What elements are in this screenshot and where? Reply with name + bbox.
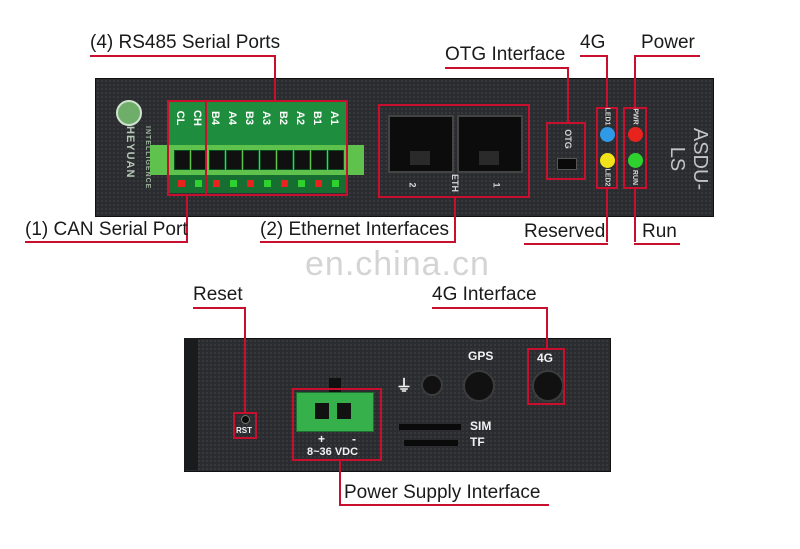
power-minus-label: - [352, 432, 356, 446]
callout-rs485: (4) RS485 Serial Ports [90, 32, 281, 53]
callout-reserved-leader [606, 188, 608, 242]
led2-label: LED2 [603, 168, 611, 187]
callout-rs485-line [90, 55, 276, 57]
power-plus-label: + [318, 432, 326, 446]
rs485-highlight-box [205, 100, 348, 196]
indicator-led-icon [178, 180, 185, 187]
indicator-led-icon [247, 180, 254, 187]
callout-can-leader [186, 196, 188, 241]
screw-hole-icon [260, 150, 276, 170]
indicator-led-icon [332, 180, 339, 187]
callout-ethernet-leader [454, 197, 456, 241]
callout-can: (1) CAN Serial Port [25, 219, 188, 240]
callout-reset: Reset [193, 284, 243, 305]
callout-power-supply-leader [339, 460, 341, 506]
rear-panel-edge [184, 338, 198, 470]
screw-hole-icon [277, 150, 293, 170]
callout-4g-led-line [580, 55, 608, 57]
screw-hole-icon [226, 150, 242, 170]
can-highlight-box [167, 100, 207, 196]
run-label: RUN [631, 169, 639, 186]
heyuan-logo-icon [116, 100, 142, 126]
eth-label: ETH [450, 174, 460, 192]
otg-port-icon [557, 158, 577, 170]
callout-otg-leader [567, 67, 569, 123]
led1-label: LED1 [603, 107, 611, 126]
callout-can-line [25, 241, 188, 243]
ethernet-port-2-icon [388, 115, 454, 173]
antenna-4g-icon [532, 370, 564, 402]
terminal-label-strip [168, 101, 346, 145]
callout-power-line [634, 55, 700, 57]
screw-hole-icon [243, 150, 259, 170]
callout-otg-line [445, 67, 569, 69]
callout-power-leader [634, 55, 636, 108]
callout-4g-led-leader [606, 55, 608, 108]
screw-hole-icon [294, 150, 310, 170]
led1-blue-icon [600, 127, 615, 142]
run-green-icon [628, 153, 643, 168]
screw-hole-icon [174, 150, 190, 170]
callout-reserved: Reserved [524, 221, 606, 242]
indicator-led-icon [264, 180, 271, 187]
callout-power: Power [641, 32, 695, 53]
callout-reset-leader [244, 307, 246, 413]
eth-port-2-label: 2 [407, 182, 418, 188]
ground-icon: ⏚ [396, 376, 413, 395]
tf-slot-icon [404, 440, 458, 446]
indicator-led-icon [315, 180, 322, 187]
pwr-label: PWR [631, 108, 639, 125]
power-supply-highlight-box [292, 388, 382, 461]
callout-power-supply-line [339, 504, 549, 506]
rear-panel [184, 338, 611, 472]
indicator-led-icon [230, 180, 237, 187]
pwr-red-icon [628, 127, 643, 142]
screw-hole-icon [328, 150, 344, 170]
callout-4g-interface-line [432, 307, 548, 309]
watermark: en.china.cn [305, 245, 490, 283]
gps-antenna-icon [463, 370, 495, 402]
callout-otg: OTG Interface [445, 44, 566, 65]
indicator-led-icon [298, 180, 305, 187]
led2-yellow-icon [600, 153, 615, 168]
gps-label: GPS [468, 349, 494, 363]
terminal-led-strip [168, 175, 346, 193]
callout-run-line [634, 243, 680, 245]
reset-hole-icon [241, 415, 250, 424]
antenna-4g-highlight-box [527, 348, 565, 405]
callout-ethernet: (2) Ethernet Interfaces [260, 219, 450, 240]
callout-reserved-line [524, 243, 608, 245]
otg-highlight-box [546, 122, 586, 180]
callout-reset-line [193, 307, 246, 309]
callout-4g-led: 4G [580, 32, 606, 53]
screw-hole-icon [209, 150, 225, 170]
voltage-label: 8~36 VDC [307, 446, 359, 458]
otg-label: OTG [562, 129, 573, 149]
callout-ethernet-line [260, 241, 456, 243]
callout-run: Run [642, 221, 677, 242]
ground-screw-icon [421, 374, 443, 396]
eth-port-1-label: 1 [491, 182, 502, 188]
callout-run-leader [634, 188, 636, 242]
model-label: ASDU-LS [666, 127, 711, 191]
screw-hole-icon [311, 150, 327, 170]
ethernet-port-1-icon [457, 115, 523, 173]
indicator-led-icon [213, 180, 220, 187]
sim-label: SIM [470, 419, 492, 433]
reset-highlight-box [233, 412, 257, 439]
power-connector-icon [296, 392, 374, 432]
indicator-led-icon [195, 180, 202, 187]
indicator-led-icon [281, 180, 288, 187]
rst-label: RST [236, 426, 252, 435]
tf-label: TF [470, 435, 485, 449]
brand-name: HEYUAN [124, 126, 136, 179]
callout-4g-interface: 4G Interface [432, 284, 537, 305]
callout-rs485-leader [274, 55, 276, 101]
callout-4g-interface-leader [546, 307, 548, 349]
sim-slot-icon [399, 424, 461, 430]
callout-power-supply: Power Supply Interface [344, 482, 541, 503]
antenna-4g-label: 4G [537, 351, 554, 365]
